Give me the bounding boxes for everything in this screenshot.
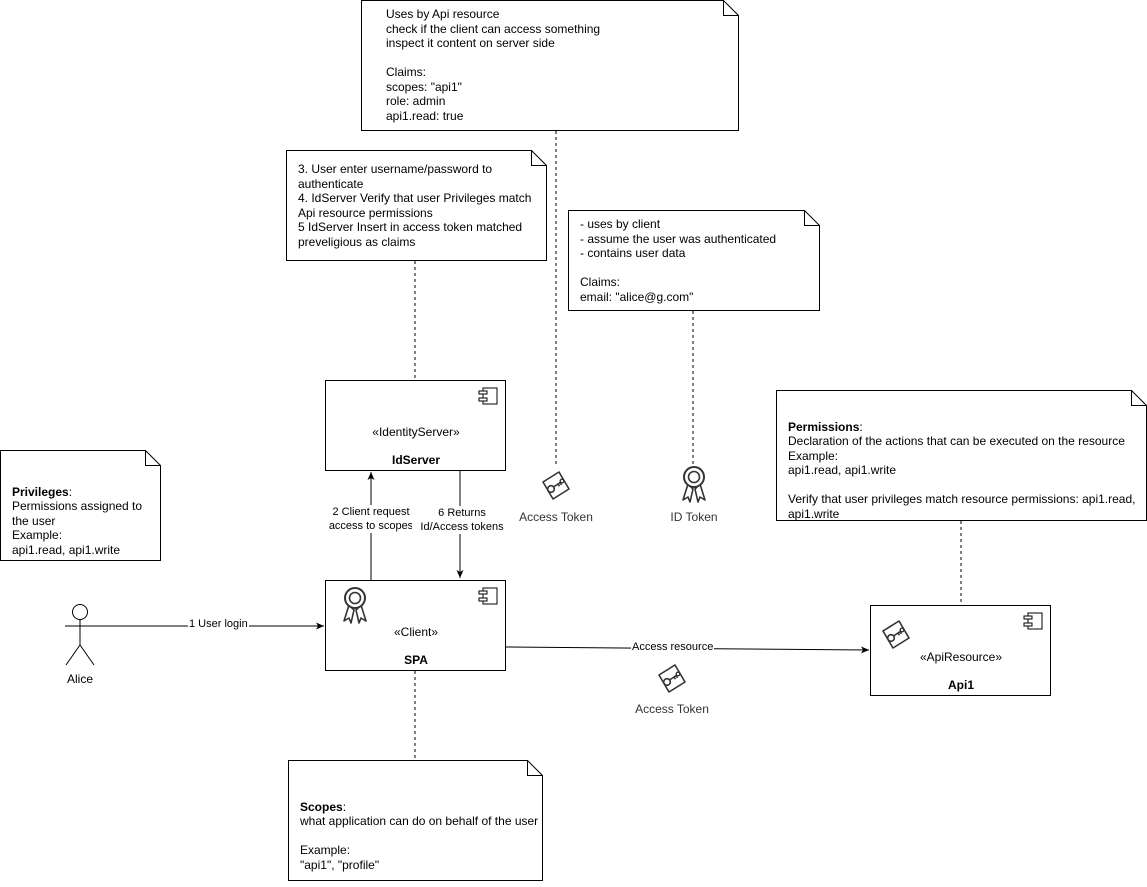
- permissions-note-body: Declaration of the actions that can be e…: [788, 434, 1136, 521]
- api-resource-note-text: Uses by Api resource check if the client…: [386, 7, 601, 123]
- permissions-note-colon: :: [859, 419, 863, 434]
- client-component-label: «Client» SPA: [326, 611, 506, 681]
- api-component-box: [870, 605, 1051, 696]
- client-note-shape: [568, 210, 820, 311]
- user-login-edge-label: 1 User login: [188, 618, 249, 630]
- actor-alice-figure: [65, 604, 95, 666]
- client-stereotype: «Client»: [393, 625, 439, 639]
- idserver-note-fold: [531, 150, 547, 166]
- actor-alice-label: Alice: [66, 672, 93, 686]
- client-name: SPA: [404, 653, 428, 667]
- privileges-note-body: Permissions assigned to the user Example…: [12, 499, 143, 557]
- idserver-note-text: 3. User enter username/password to authe…: [298, 162, 532, 249]
- idserver-component-label: «IdentityServer» IdServer: [326, 411, 506, 481]
- idserver-name: IdServer: [391, 453, 441, 467]
- scopes-note-fold: [527, 760, 543, 776]
- privileges-note-shape: [0, 450, 161, 561]
- api-resource-note-fold: [723, 0, 739, 16]
- access-token-bottom-label: Access Token: [635, 702, 709, 716]
- api-stereotype: «ApiResource»: [919, 650, 1003, 664]
- access-resource-edge-label: Access resource: [631, 641, 715, 653]
- api-name: Api1: [947, 678, 974, 692]
- permissions-note-title: Permissions: [788, 419, 860, 434]
- privileges-note-fold: [145, 450, 161, 466]
- permissions-note-text: Permissions: Declaration of the actions …: [788, 405, 1136, 536]
- scopes-note-text: Scopes: what application can do on behal…: [300, 785, 538, 887]
- privileges-note-colon: :: [68, 484, 73, 499]
- permissions-note-fold: [1131, 390, 1147, 406]
- privileges-note-text: Privileges: Permissions assigned to the …: [12, 470, 142, 572]
- idserver-component-box: [325, 380, 506, 471]
- privileges-note-title: Privileges: [12, 484, 69, 499]
- access-token-top-label: Access Token: [519, 510, 593, 524]
- id-token-label: ID Token: [670, 510, 718, 524]
- access-resource-edge-text: Access resource: [631, 641, 715, 653]
- scopes-note-body: what application can do on behalf of the…: [300, 814, 539, 872]
- scopes-note-shape: [288, 760, 543, 881]
- scopes-note-title: Scopes: [300, 799, 343, 814]
- api-component-label: «ApiResource» Api1: [871, 636, 1051, 706]
- key-tag-icon: [658, 664, 686, 693]
- note-connectors: [414, 131, 962, 761]
- scopes-note-colon: :: [342, 799, 347, 814]
- idserver-stereotype: «IdentityServer»: [372, 425, 460, 439]
- api-resource-note-shape: [361, 0, 739, 131]
- client-note-text: - uses by client - assume the user was a…: [580, 217, 777, 304]
- key-tag-icon: [542, 471, 570, 500]
- returns-tokens-edge-label: 6 Returns Id/Access tokens: [412, 506, 512, 534]
- client-note-fold: [804, 210, 820, 226]
- idserver-note-shape: [286, 150, 547, 261]
- user-login-edge-text: 1 User login: [188, 618, 249, 630]
- award-ribbon-icon: [682, 466, 706, 503]
- client-request-edge-label: 2 Client request access to scopes: [321, 505, 421, 533]
